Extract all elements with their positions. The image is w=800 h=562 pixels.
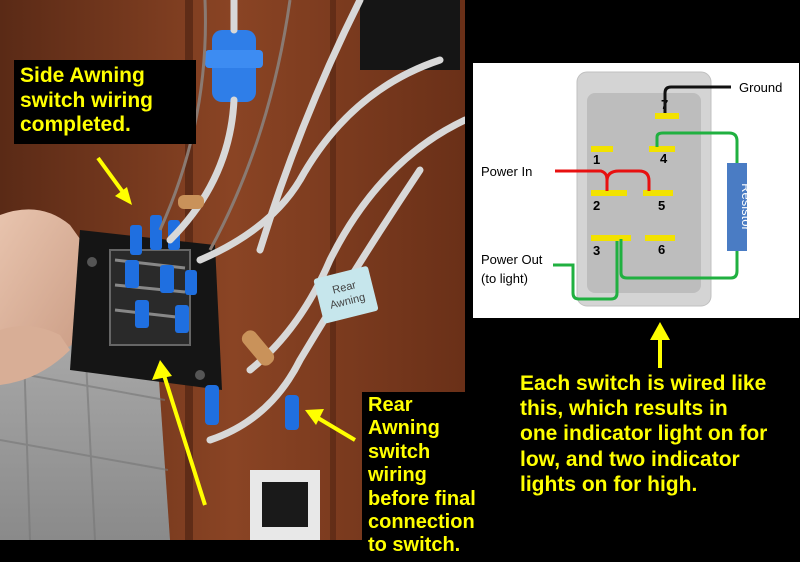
terminal-3-label: 3 — [593, 243, 600, 258]
thin-wires — [158, 0, 292, 251]
rear-awning-caption: Rear Awning switch wiring before final c… — [362, 392, 484, 562]
bridge-wire — [605, 169, 651, 191]
rear-awning-tag: Rear Awning — [313, 266, 379, 324]
terminal-1 — [591, 146, 613, 152]
ground-label: Ground — [739, 80, 782, 95]
terminal-5-label: 5 — [658, 198, 665, 213]
terminal-2-label: 2 — [593, 198, 600, 213]
terminal-6-label: 6 — [658, 242, 665, 257]
to-light-label: (to light) — [481, 271, 528, 286]
terminal-4-label: 4 — [660, 151, 668, 166]
power-in-label: Power In — [481, 164, 532, 179]
resistor-2 — [241, 330, 275, 366]
grey-wires — [166, 0, 465, 444]
terminal-5 — [643, 190, 673, 196]
terminal-2 — [591, 190, 627, 196]
resistor-out-wire — [619, 239, 739, 280]
diagram-arrow — [650, 322, 670, 368]
wiring-explanation-caption: Each switch is wired like this, which re… — [520, 372, 768, 496]
wiring-photo: Rear Awning — [0, 0, 465, 540]
power-out-wire — [553, 241, 619, 301]
terminal-3 — [591, 235, 631, 241]
ground-wire — [663, 85, 731, 113]
black-bracket — [360, 0, 460, 70]
power-out-label: Power Out — [481, 252, 543, 267]
side-awning-caption: Side Awning switch wiring completed. — [14, 60, 196, 144]
diagram-svg: 7 1 4 2 5 3 6 Resistor Ground Power In P… — [481, 71, 782, 307]
resistor-label: Resistor — [739, 183, 754, 231]
tag-line-1: Rear — [331, 279, 357, 296]
wiring-diagram: 7 1 4 2 5 3 6 Resistor Ground Power In P… — [473, 63, 799, 318]
terminal-4 — [649, 146, 675, 152]
photo-illustration: Rear Awning — [0, 0, 465, 540]
terminal-7 — [655, 113, 679, 119]
resistor-in-wire — [655, 131, 739, 163]
terminal-6 — [645, 235, 675, 241]
terminals — [591, 113, 679, 241]
photo-arrows — [96, 156, 357, 506]
hand — [0, 209, 95, 360]
resistor-1 — [178, 195, 204, 209]
terminal-1-label: 1 — [593, 152, 600, 167]
resistor-block — [727, 163, 747, 251]
